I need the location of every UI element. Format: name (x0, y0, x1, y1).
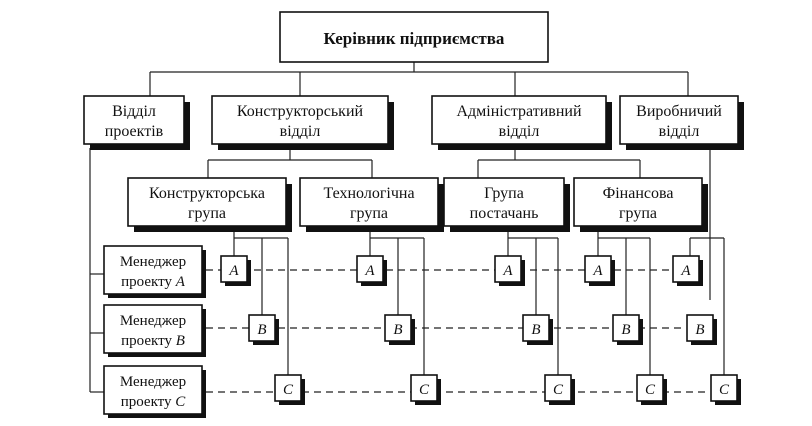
svg-text:B: B (621, 322, 630, 338)
cell-a-supply: A (494, 255, 525, 286)
manager-c-line1: Менеджер (120, 374, 186, 390)
svg-text:C: C (719, 382, 730, 398)
svg-text:A: A (228, 263, 239, 279)
manager-a: Менеджер проекту A (103, 245, 206, 298)
cell-a-finance: A (584, 255, 615, 286)
head-label: Керівник підприємства (324, 29, 505, 48)
svg-text:B: B (531, 322, 540, 338)
dept-production-line1: Виробничий (636, 103, 722, 120)
group-supply: Група постачань (443, 177, 570, 232)
head-box: Керівник підприємства (279, 11, 549, 63)
dept-admin-line1: Адміністративний (456, 103, 581, 120)
group-finance-line2: група (619, 205, 657, 222)
group-finance: Фінансова група (573, 177, 708, 232)
dept-projects-line2: проектів (105, 123, 164, 140)
dept-admin-line2: відділ (499, 123, 540, 140)
svg-text:B: B (257, 322, 266, 338)
cell-b-tech: B (384, 314, 415, 345)
cell-b-finance: B (612, 314, 643, 345)
group-tech: Технологічна група (299, 177, 444, 232)
cell-c-finance: C (636, 374, 667, 405)
svg-text:A: A (502, 263, 513, 279)
dept-production-line2: відділ (659, 123, 700, 140)
cell-a-production: A (672, 255, 703, 286)
group-supply-line2: постачань (470, 205, 539, 222)
cell-c-tech: C (410, 374, 441, 405)
manager-a-line1: Менеджер (120, 254, 186, 270)
group-design-line2: група (188, 205, 226, 222)
cell-c-production: C (710, 374, 741, 405)
department-production: Виробничий відділ (619, 95, 744, 150)
cell-a-tech: A (356, 255, 387, 286)
svg-text:C: C (553, 382, 564, 398)
group-tech-line2: група (350, 205, 388, 222)
cell-a-design: A (220, 255, 251, 286)
cell-b-supply: B (522, 314, 553, 345)
manager-c: Менеджер проекту C (103, 365, 206, 418)
svg-text:A: A (680, 263, 691, 279)
department-design: Конструкторський відділ (211, 95, 394, 150)
group-design-line1: Конструкторська (149, 185, 265, 202)
cell-b-production: B (686, 314, 717, 345)
svg-text:C: C (645, 382, 656, 398)
svg-text:A: A (592, 263, 603, 279)
manager-b: Менеджер проекту B (103, 304, 206, 357)
dept-design-line2: відділ (280, 123, 321, 140)
svg-text:B: B (393, 322, 402, 338)
department-admin: Адміністративний відділ (431, 95, 612, 150)
manager-b-line2: проекту B (121, 333, 185, 349)
department-projects: Відділ проектів (83, 95, 190, 150)
cell-c-supply: C (544, 374, 575, 405)
group-supply-line1: Група (484, 185, 524, 202)
svg-text:C: C (283, 382, 294, 398)
manager-a-line2: проекту A (121, 274, 186, 290)
group-tech-line1: Технологічна (323, 185, 414, 202)
svg-text:A: A (364, 263, 375, 279)
manager-b-line1: Менеджер (120, 313, 186, 329)
cell-c-design: C (274, 374, 305, 405)
group-finance-line1: Фінансова (603, 185, 674, 202)
svg-text:B: B (695, 322, 704, 338)
manager-c-line2: проекту C (121, 394, 187, 410)
cell-b-design: B (248, 314, 279, 345)
svg-text:C: C (419, 382, 430, 398)
dept-projects-line1: Відділ (112, 103, 156, 120)
dept-design-line1: Конструкторський (237, 103, 364, 120)
group-design: Конструкторська група (127, 177, 292, 232)
